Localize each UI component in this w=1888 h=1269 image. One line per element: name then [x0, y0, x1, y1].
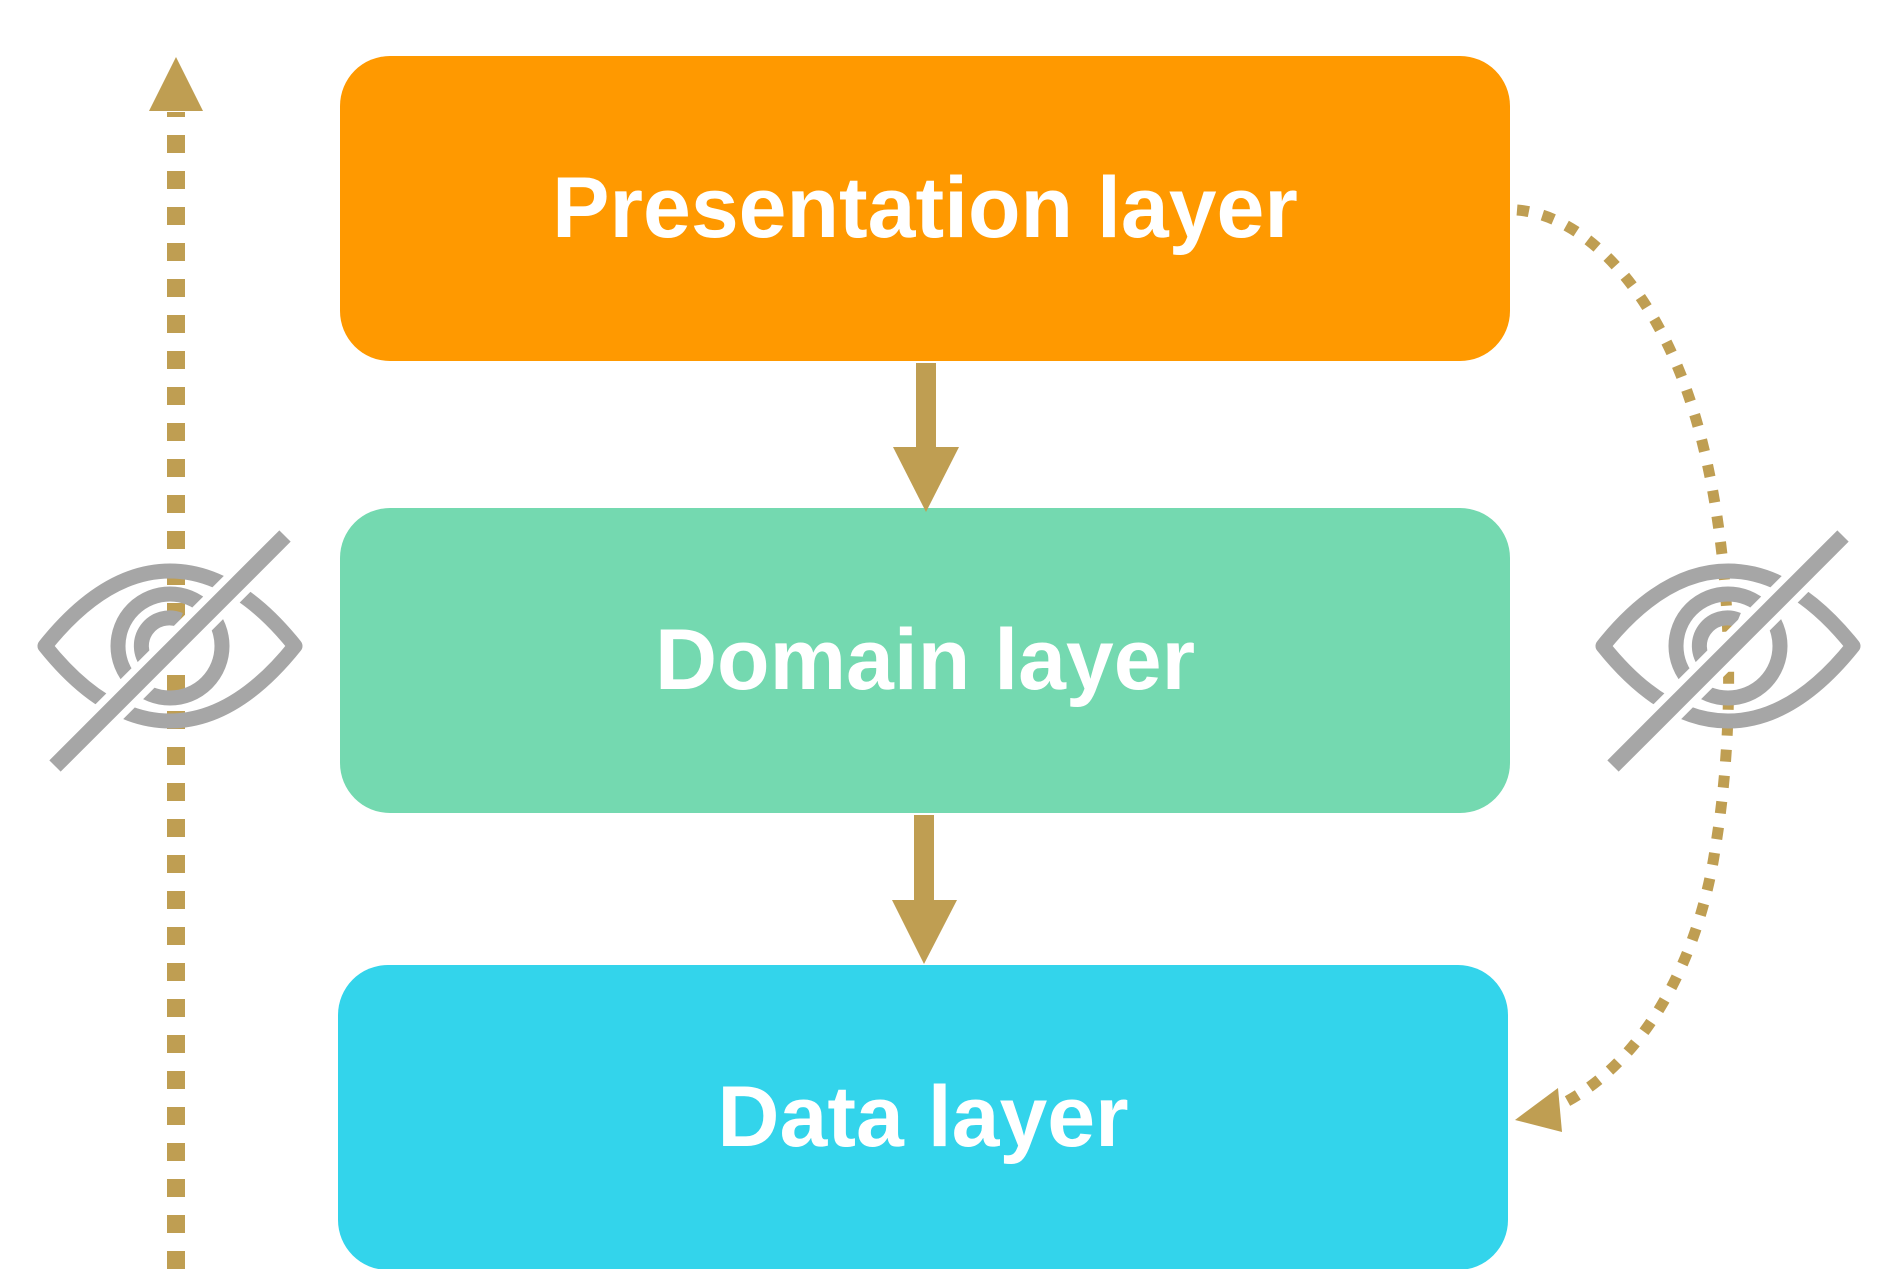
- presentation-layer-label: Presentation layer: [552, 160, 1298, 256]
- presentation-to-domain-arrow: [893, 363, 959, 512]
- eye-slash-icon: [1595, 525, 1861, 777]
- data-layer-box: Data layer: [338, 965, 1508, 1269]
- presentation-layer-box: Presentation layer: [340, 56, 1510, 361]
- domain-layer-label: Domain layer: [654, 612, 1196, 708]
- domain-to-data-arrow: [892, 815, 957, 964]
- data-layer-label: Data layer: [717, 1069, 1129, 1165]
- domain-layer-box: Domain layer: [340, 508, 1510, 813]
- eye-slash-icon: [37, 525, 303, 777]
